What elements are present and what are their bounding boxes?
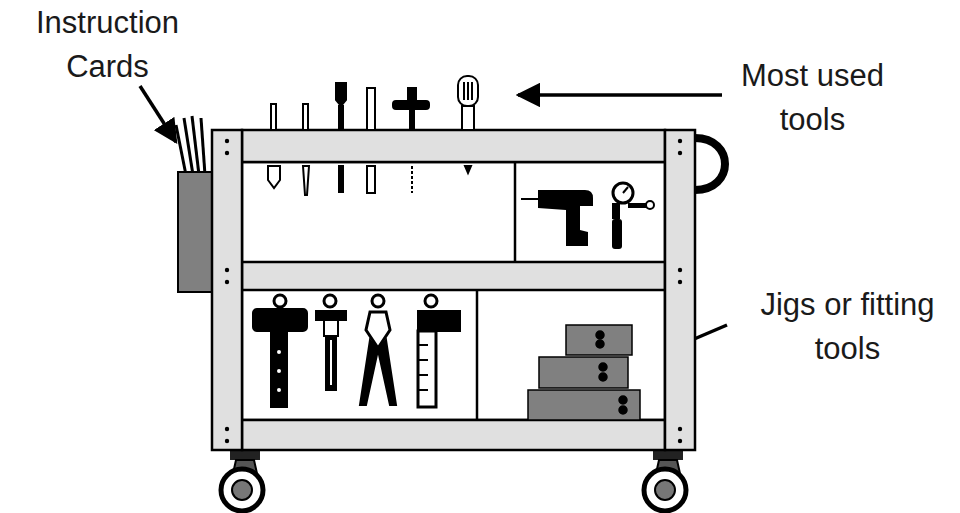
callout-label: Most used tools [725,54,900,142]
caster-wheel [221,450,263,511]
cart-handle [695,138,725,190]
jig-blocks [528,325,640,420]
power-tools [521,183,654,249]
frame-bolts [225,139,682,443]
callout-label: Instruction Cards [10,1,205,89]
card-holder [178,172,212,292]
cart-frame [212,130,695,450]
leader-arrow [140,86,176,142]
hand-tools [253,295,460,407]
callout-label: Jigs or fitting tools [745,283,950,371]
instruction-cards [176,116,205,175]
caster-wheel [644,450,686,511]
leader-arrow [518,93,722,97]
top-tools [268,76,478,195]
